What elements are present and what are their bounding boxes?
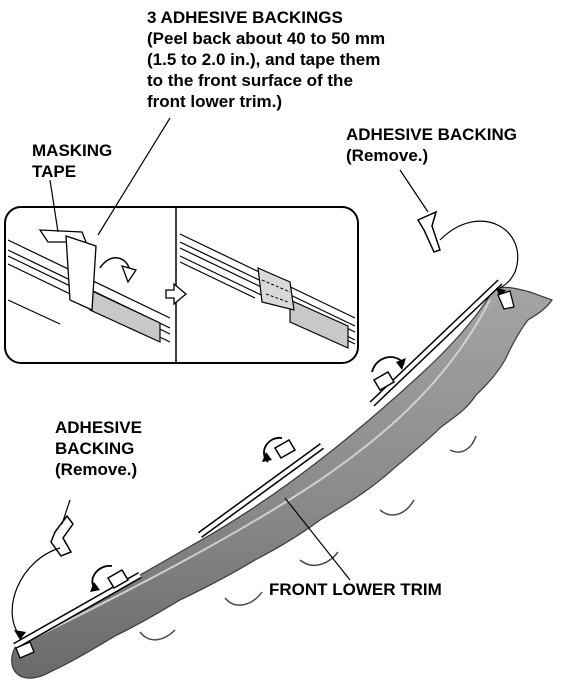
label-adhesive-backing-right: ADHESIVE BACKING (Remove.) <box>346 125 522 165</box>
front-lower-trim <box>11 286 553 679</box>
taped-tab-middle <box>262 437 297 463</box>
leader-lines <box>49 117 429 581</box>
taped-tab-right <box>371 356 406 392</box>
label-adhesive-backing-left: ADHESIVE BACKING (Remove.) <box>55 418 147 479</box>
detail-inset <box>4 206 359 364</box>
note-adhesive-backings: 3 ADHESIVE BACKINGS (Peel back about 40 … <box>147 8 390 111</box>
removed-backing-left <box>11 514 74 659</box>
removed-backing-right <box>416 210 519 310</box>
adhesive-strips <box>13 279 503 650</box>
inset-left-panel <box>7 229 171 343</box>
inset-right-panel <box>179 233 356 349</box>
label-front-lower-trim: FRONT LOWER TRIM <box>269 580 442 599</box>
step-arrow-icon <box>165 282 188 306</box>
taped-tab-left <box>90 565 130 592</box>
label-masking-tape: MASKING TAPE <box>32 141 117 181</box>
